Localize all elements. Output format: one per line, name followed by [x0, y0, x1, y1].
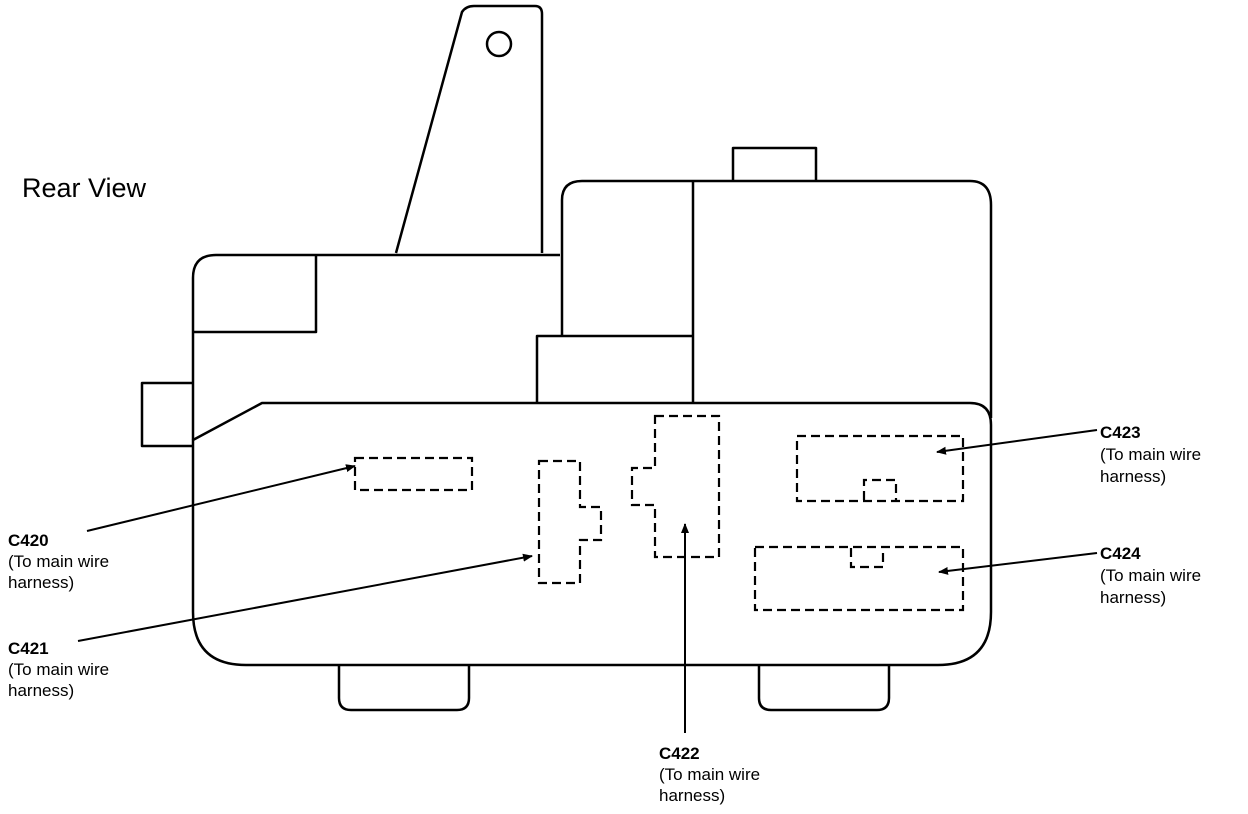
callout-c422: C422 (To main wire harness)	[659, 744, 760, 805]
c422-desc-line2: harness)	[659, 786, 725, 805]
c424-latch	[849, 548, 885, 569]
c424-desc-line2: harness)	[1100, 588, 1166, 607]
c420-desc-line1: (To main wire	[8, 552, 109, 571]
c420-desc-line2: harness)	[8, 573, 74, 592]
main-body	[191, 401, 993, 667]
c421-leader	[77, 553, 533, 642]
c421-outline	[537, 459, 603, 585]
c422-code: C422	[659, 744, 700, 763]
c421-desc-line1: (To main wire	[8, 660, 109, 679]
c421-code: C421	[8, 639, 49, 658]
c420-leader	[86, 464, 356, 532]
mounting-bracket	[394, 4, 544, 254]
c424-leader	[938, 552, 1098, 575]
c422-desc-line1: (To main wire	[659, 765, 760, 784]
callout-c423: C423 (To main wire harness)	[1100, 423, 1201, 486]
left-top-notch	[193, 255, 318, 334]
callout-c420: C420 (To main wire harness)	[8, 531, 109, 592]
callout-c424: C424 (To main wire harness)	[1100, 544, 1201, 607]
top-tab	[731, 146, 818, 181]
c423-desc-line2: harness)	[1100, 467, 1166, 486]
c424-outline	[753, 545, 965, 612]
c423-desc-line1: (To main wire	[1100, 445, 1201, 464]
left-side-tab	[140, 381, 193, 448]
c421-desc-line2: harness)	[8, 681, 74, 700]
connector-outlines	[353, 414, 965, 612]
callout-c421: C421 (To main wire harness)	[8, 639, 109, 700]
c420-code: C420	[8, 531, 49, 550]
box-housing	[140, 4, 993, 712]
upper-right-section	[560, 179, 993, 418]
mounting-hole	[485, 30, 513, 58]
c420-outline	[353, 456, 474, 492]
c422-outline	[630, 414, 721, 559]
c423-latch	[862, 478, 898, 500]
bottom-tab-right	[757, 665, 891, 712]
view-title: Rear View	[22, 173, 147, 203]
middle-step	[535, 334, 693, 403]
left-upper-section	[191, 253, 560, 440]
leader-lines	[77, 429, 1098, 733]
c424-desc-line1: (To main wire	[1100, 566, 1201, 585]
c423-code: C423	[1100, 423, 1141, 442]
bottom-tab-left	[337, 665, 471, 712]
c423-outline	[795, 434, 965, 503]
c424-code: C424	[1100, 544, 1141, 563]
c423-leader	[936, 429, 1098, 455]
